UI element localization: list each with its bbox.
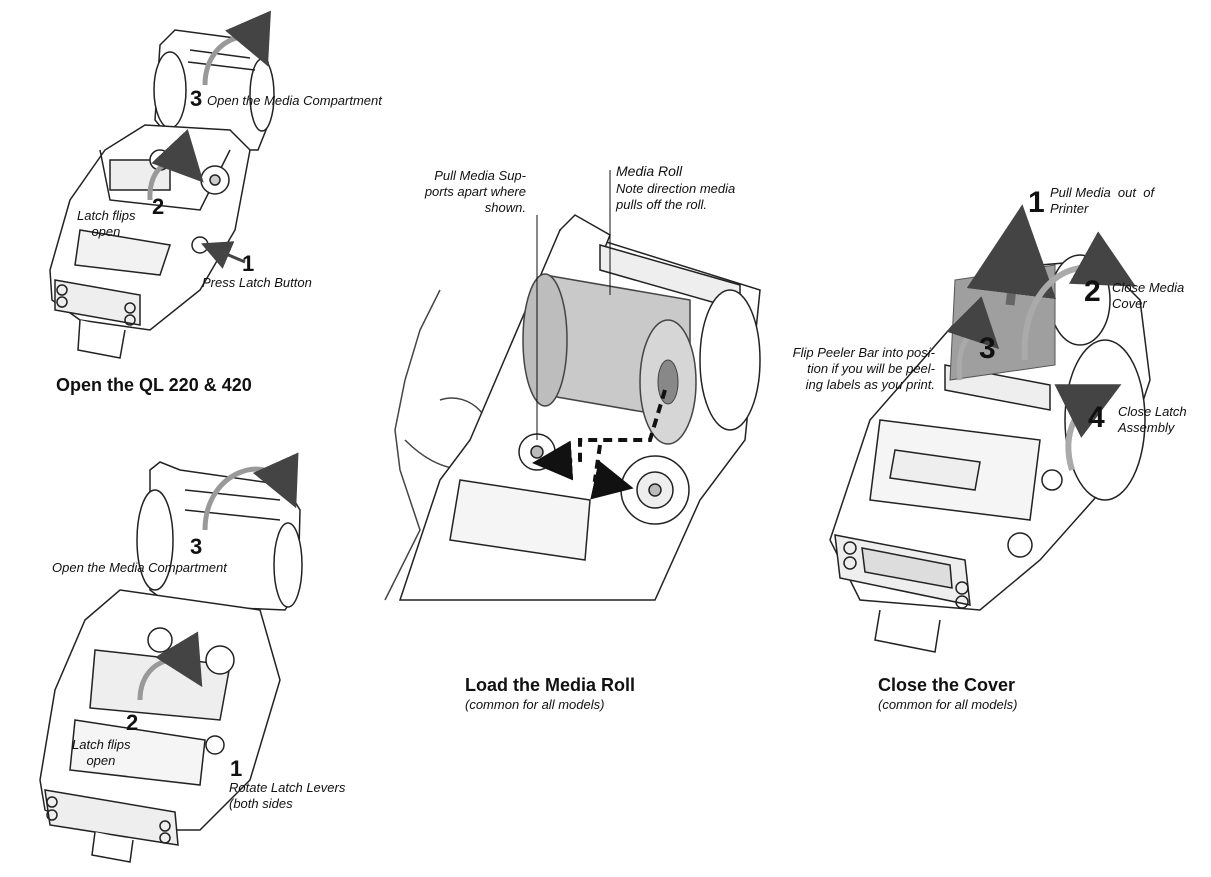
ql320-step1-number: 1 bbox=[230, 756, 243, 781]
ql220-step3-number: 3 bbox=[190, 86, 203, 111]
ql320-step2-text: Latch flips open bbox=[72, 737, 131, 768]
ql320-step2-number: 2 bbox=[126, 710, 139, 735]
latch-flip-arrow-2 bbox=[137, 631, 203, 701]
ql320-step1-text: Rotate Latch Levers (both sides bbox=[229, 780, 346, 811]
ql220-step1-number: 1 bbox=[242, 251, 255, 276]
close-latch-arrow bbox=[1054, 384, 1122, 471]
close-title: Close the Cover bbox=[878, 675, 1016, 695]
ql320-step3-number: 3 bbox=[190, 534, 203, 559]
press-latch-arrow bbox=[200, 241, 246, 269]
ql220-step2-text: Latch flips open bbox=[77, 208, 136, 239]
supports-label: Pull Media Sup- ports apart where shown. bbox=[424, 168, 526, 215]
media-roll-loading-illustration bbox=[384, 214, 761, 601]
close-step1-text: Pull Media out of Printer bbox=[1050, 185, 1155, 216]
close-step2-number: 2 bbox=[1084, 275, 1101, 308]
open-compartment-arrow-2 bbox=[202, 452, 299, 531]
media-strip bbox=[949, 264, 1056, 381]
ql220-title: Open the QL 220 & 420 bbox=[56, 375, 252, 395]
close-step3-number: 3 bbox=[979, 332, 996, 365]
ql320-step3-text: Open the Media Compartment bbox=[52, 560, 227, 575]
ql220-step2-number: 2 bbox=[152, 194, 165, 219]
latch-flip-arrow bbox=[147, 129, 204, 201]
close-step1-number: 1 bbox=[1028, 186, 1045, 219]
close-step4-number: 4 bbox=[1088, 401, 1105, 434]
load-subtitle: (common for all models) bbox=[465, 697, 605, 712]
load-title: Load the Media Roll bbox=[465, 675, 636, 695]
media-roll-note: Note direction media pulls off the roll. bbox=[616, 181, 736, 212]
close-step3-text: Flip Peeler Bar into posi- tion if you w… bbox=[792, 345, 935, 392]
media-roll bbox=[522, 273, 697, 445]
close-step2-text: Close Media Cover bbox=[1112, 280, 1185, 311]
close-cover-arrow bbox=[1021, 231, 1136, 361]
close-subtitle: (common for all models) bbox=[878, 697, 1018, 712]
ql220-step1-text: Press Latch Button bbox=[202, 275, 312, 290]
peeler-arrow bbox=[946, 296, 1000, 381]
close-step4-text: Close Latch Assembly bbox=[1118, 404, 1187, 435]
dashed-arrow-left bbox=[532, 389, 667, 481]
media-roll-label: Media Roll bbox=[616, 163, 683, 179]
pull-media-arrow bbox=[966, 204, 1057, 306]
open-compartment-arrow bbox=[202, 10, 271, 86]
printer-close-cover-illustration bbox=[829, 254, 1151, 653]
dashed-arrow-right bbox=[590, 444, 634, 500]
ql220-step3-text: Open the Media Compartment bbox=[207, 93, 382, 108]
